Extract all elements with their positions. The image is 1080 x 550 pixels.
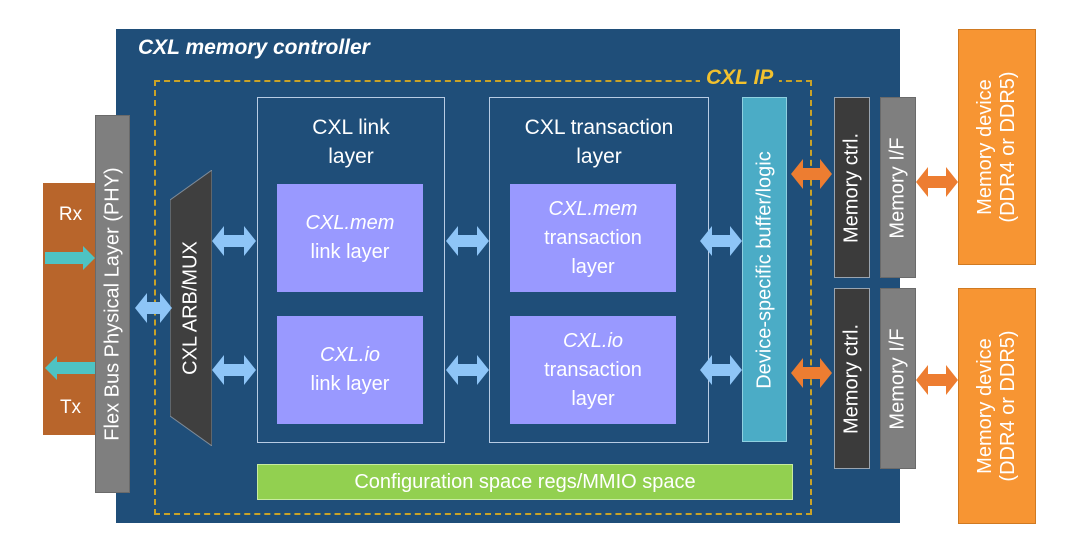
memory-device-1-line1: Memory device	[974, 79, 996, 215]
cxl-mem-link-line1: CXL.mem	[305, 212, 395, 234]
link-layer-box: CXL link layer	[257, 97, 445, 443]
phy-block: Flex Bus Physical Layer (PHY)	[95, 115, 130, 493]
memory-ctrl-2: Memory ctrl.	[834, 288, 870, 469]
cxl-mem-link-layer: CXL.mem link layer	[277, 184, 423, 292]
rx-label: Rx	[58, 204, 83, 225]
memory-device-2: Memory device (DDR4 or DDR5)	[958, 288, 1036, 524]
memory-if-1-label: Memory I/F	[886, 136, 909, 239]
cxl-mem-trans-line1: CXL.mem	[548, 197, 638, 220]
memory-ctrl-1-label: Memory ctrl.	[840, 132, 863, 243]
device-buffer-block: Device-specific buffer/logic	[742, 97, 787, 442]
memory-device-2-line1: Memory device	[974, 338, 996, 474]
arb-mux-label: CXL ARB/MUX	[179, 241, 202, 375]
cxl-io-link-line1: CXL.io	[319, 344, 381, 366]
cxl-io-link-layer: CXL.io link layer	[277, 316, 423, 424]
memory-if-2: Memory I/F	[880, 288, 916, 469]
arb-mux-block: CXL ARB/MUX	[170, 170, 212, 446]
transaction-layer-title-line2: layer	[576, 145, 622, 169]
controller-title: CXL memory controller	[138, 36, 370, 59]
memory-device-1: Memory device (DDR4 or DDR5)	[958, 29, 1036, 265]
link-layer-title-line2: layer	[328, 145, 374, 169]
memory-ctrl-1: Memory ctrl.	[834, 97, 870, 278]
link-layer-title: CXL link layer	[258, 113, 444, 172]
memory-ctrl-2-label: Memory ctrl.	[840, 323, 863, 434]
rx-tx-block	[43, 183, 98, 435]
cxl-mem-link-line2: link layer	[310, 241, 390, 263]
phy-label: Flex Bus Physical Layer (PHY)	[101, 167, 123, 441]
memif-device-2-arrow-icon	[916, 365, 958, 395]
cxl-io-trans-line3: layer	[571, 387, 615, 410]
memory-device-2-label: Memory device (DDR4 or DDR5)	[974, 330, 1020, 481]
memif-device-1-arrow-icon	[916, 167, 958, 197]
config-space-block: Configuration space regs/MMIO space	[257, 464, 793, 500]
memory-device-1-label: Memory device (DDR4 or DDR5)	[974, 71, 1020, 222]
cxl-ip-boundary	[154, 80, 812, 515]
cxl-mem-transaction-layer: CXL.mem transaction layer	[510, 184, 676, 292]
cxl-io-transaction-layer: CXL.io transaction layer	[510, 316, 676, 424]
transaction-layer-title: CXL transaction layer	[490, 113, 708, 172]
cxl-mem-trans-line2: transaction	[544, 226, 642, 249]
cxl-mem-trans-line3: layer	[571, 255, 615, 278]
memory-if-1: Memory I/F	[880, 97, 916, 278]
transaction-layer-box: CXL transaction layer	[489, 97, 709, 443]
memory-device-2-line2: (DDR4 or DDR5)	[997, 330, 1019, 482]
cxl-io-link-line2: link layer	[310, 373, 390, 395]
memory-device-1-line2: (DDR4 or DDR5)	[997, 71, 1019, 223]
transaction-layer-title-line1: CXL transaction	[524, 116, 674, 139]
cxl-ip-label: CXL IP	[700, 66, 780, 90]
tx-label: Tx	[59, 397, 82, 418]
cxl-io-trans-line2: transaction	[544, 358, 642, 381]
cxl-io-trans-line1: CXL.io	[562, 329, 624, 352]
device-buffer-label: Device-specific buffer/logic	[753, 150, 775, 389]
memory-if-2-label: Memory I/F	[886, 327, 909, 430]
link-layer-title-line1: CXL link	[312, 116, 390, 139]
arb-mux-shape	[170, 170, 212, 446]
